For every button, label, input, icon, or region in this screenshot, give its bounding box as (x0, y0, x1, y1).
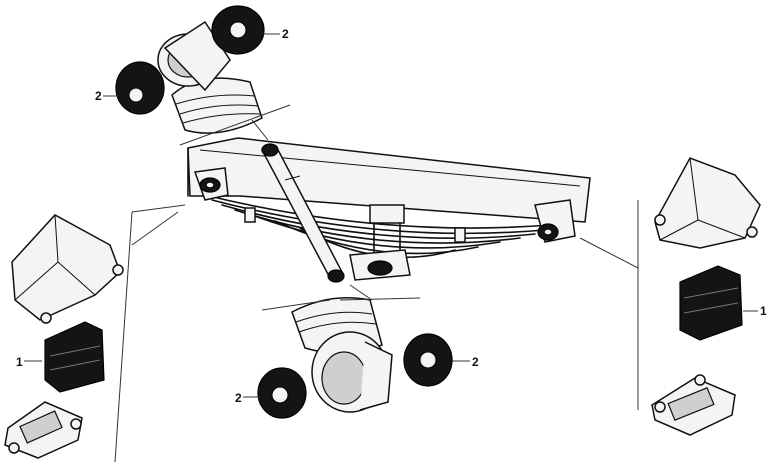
right-rubber-pad (679, 265, 743, 341)
bottom-bushing-group (243, 284, 470, 419)
callout-bottom-right-bushing: 2 (472, 355, 479, 369)
left-rubber-pad (44, 321, 105, 393)
right-mount-group (579, 157, 761, 436)
top-bushing-group (103, 5, 291, 146)
callout-top-left-bushing: 2 (95, 89, 102, 103)
front-spring-hanger (193, 167, 229, 201)
bushing-top-right (211, 5, 265, 55)
left-bracket (11, 214, 124, 324)
left-base-plate (4, 401, 83, 459)
callout-left-pad: 1 (16, 355, 23, 369)
axle-u-bolt-clamp (349, 204, 411, 281)
callout-bottom-left-bushing: 2 (235, 391, 242, 405)
bushing-top-left (115, 61, 165, 115)
callout-right-pad: 1 (760, 304, 767, 318)
left-mount-group (4, 204, 186, 463)
right-bracket (654, 157, 761, 249)
rear-spring-hanger (534, 199, 576, 243)
callout-top-right-bushing: 2 (282, 27, 289, 41)
bushing-bottom-left (257, 367, 307, 419)
bushing-bottom-right (403, 333, 453, 387)
shock-absorber (260, 143, 345, 283)
right-base-plate (651, 374, 736, 436)
